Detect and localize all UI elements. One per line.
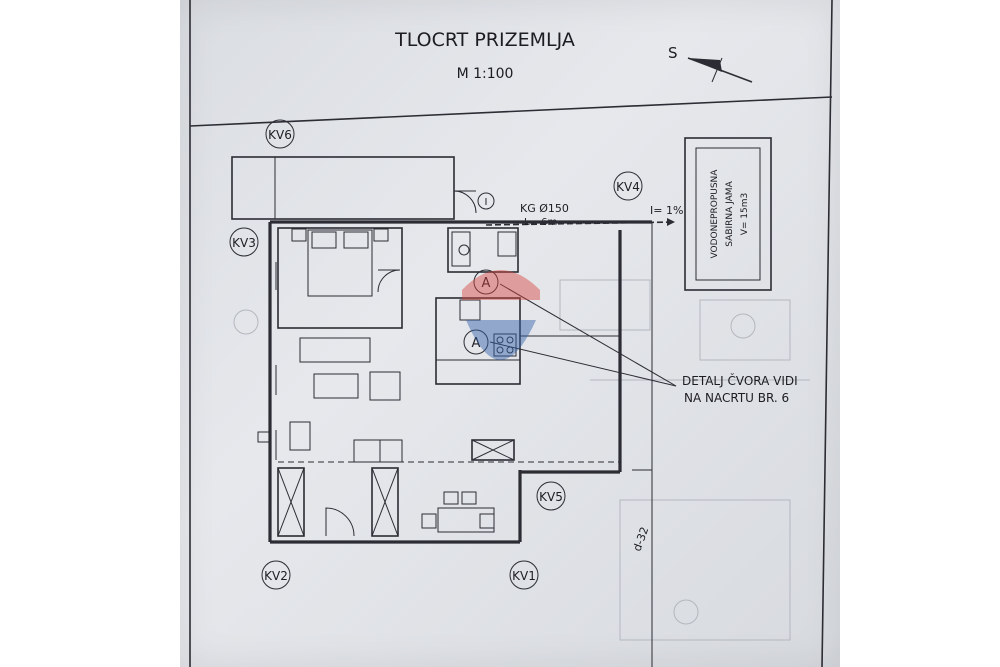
- lower-rooms: [277, 439, 515, 537]
- sewer-slope-label: I= 1%: [650, 204, 683, 217]
- kitchen: [435, 297, 620, 385]
- kv-marker-label: KV4: [616, 180, 640, 194]
- tank-label-2: SABIRNA JAMA: [725, 180, 735, 246]
- kv-marker-label: KV2: [264, 569, 288, 583]
- kv-marker: KV3: [229, 227, 259, 257]
- tank-label-3: V= 15m3: [740, 193, 750, 236]
- kv-marker: KV6: [265, 119, 295, 149]
- kv-marker-label: KV6: [268, 128, 292, 142]
- junction-marker: A: [463, 329, 489, 355]
- dimension-label: d-32: [631, 525, 652, 553]
- terrace-canopy: [231, 156, 477, 220]
- detail-note-line1: DETALJ ČVORA VIDI: [682, 373, 798, 388]
- remax-logo-watermark: [462, 270, 540, 360]
- sewer-node-label: I: [485, 197, 488, 208]
- bedroom: [277, 227, 403, 329]
- house-walls: [268, 220, 653, 667]
- kv-marker: KV1: [509, 560, 539, 590]
- junction-label: A: [482, 276, 491, 291]
- sewer-pipe-label: KG Ø150: [520, 202, 569, 215]
- bathroom: [447, 227, 519, 273]
- leader-line: [499, 283, 677, 387]
- plot-boundary-line: [189, 96, 833, 127]
- tank-label-1: VODONEPROPUSNA: [710, 169, 720, 259]
- kv-marker-label: KV5: [539, 490, 563, 504]
- kv-marker-label: KV1: [512, 569, 536, 583]
- drawing-scale: M 1:100: [457, 66, 514, 82]
- junction-marker: A: [473, 269, 499, 295]
- north-label: S: [668, 44, 678, 62]
- paper-show-through: [233, 279, 810, 641]
- septic-tank: VODONEPROPUSNA SABIRNA JAMA V= 15m3: [684, 137, 772, 291]
- kv-marker: KV4: [613, 171, 643, 201]
- detail-note-line2: NA NACRTU BR. 6: [684, 391, 789, 405]
- drawing-title: TLOCRT PRIZEMLJA: [394, 29, 575, 51]
- junction-label: A: [472, 336, 481, 351]
- living-room: [257, 337, 620, 463]
- kv-marker: KV2: [261, 560, 291, 590]
- north-arrow-icon: S: [668, 44, 753, 83]
- kv-marker: KV5: [536, 481, 566, 511]
- kv-marker-label: KV3: [232, 236, 256, 250]
- leader-line: [489, 341, 677, 387]
- sheet-border-right: [821, 0, 833, 667]
